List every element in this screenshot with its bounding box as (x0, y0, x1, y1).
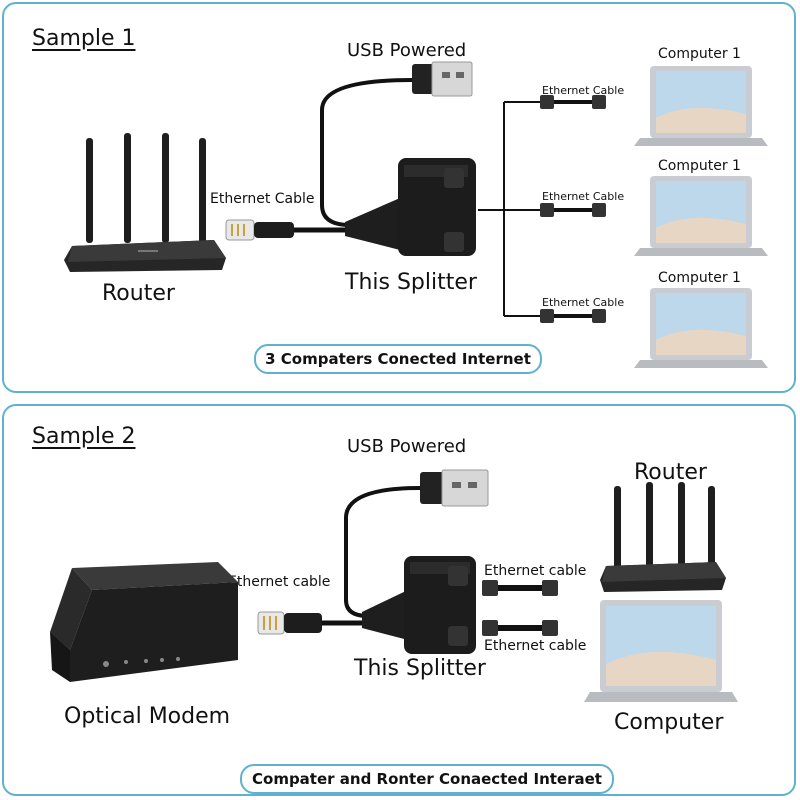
router-label-2: Router (634, 460, 707, 485)
sample-2-caption: Compater and Ronter Conaected Interaet (240, 764, 614, 794)
output-cable-label-2: Ethernet Cable (542, 190, 625, 203)
input-cable-label: Ethernet Cable (210, 191, 315, 207)
router-label: Router (102, 281, 175, 306)
output-cable-label-3: Ethernet Cable (542, 296, 625, 309)
computer-label: Computer (614, 710, 724, 735)
sample-1-caption: 3 Compaters Conected Internet (254, 344, 542, 374)
sample-1-title: Sample 1 (32, 26, 136, 51)
usb-powered-label: USB Powered (347, 40, 467, 61)
input-cable-label-2: Ethernet cable (228, 574, 331, 590)
output-cable-label-1: Ethernet Cable (542, 84, 625, 97)
sample-1-panel: Sample 1 USB Powered Router This Splitte… (2, 2, 796, 393)
computer-label-1: Computer 1 (658, 46, 741, 62)
splitter-label: This Splitter (345, 270, 477, 295)
optical-modem-label: Optical Modem (64, 704, 231, 729)
usb-powered-label-2: USB Powered (347, 436, 467, 457)
splitter-label-2: This Splitter (354, 656, 486, 681)
computer-label-3: Computer 1 (658, 270, 741, 286)
output-cable-label-computer: Ethernet cable (484, 638, 587, 654)
computer-label-2: Computer 1 (658, 158, 741, 174)
output-cable-label-router: Ethernet cable (484, 563, 587, 579)
sample-2-panel: Sample 2 USB Powered Optical Modem This … (2, 404, 796, 796)
sample-2-title: Sample 2 (32, 424, 136, 449)
